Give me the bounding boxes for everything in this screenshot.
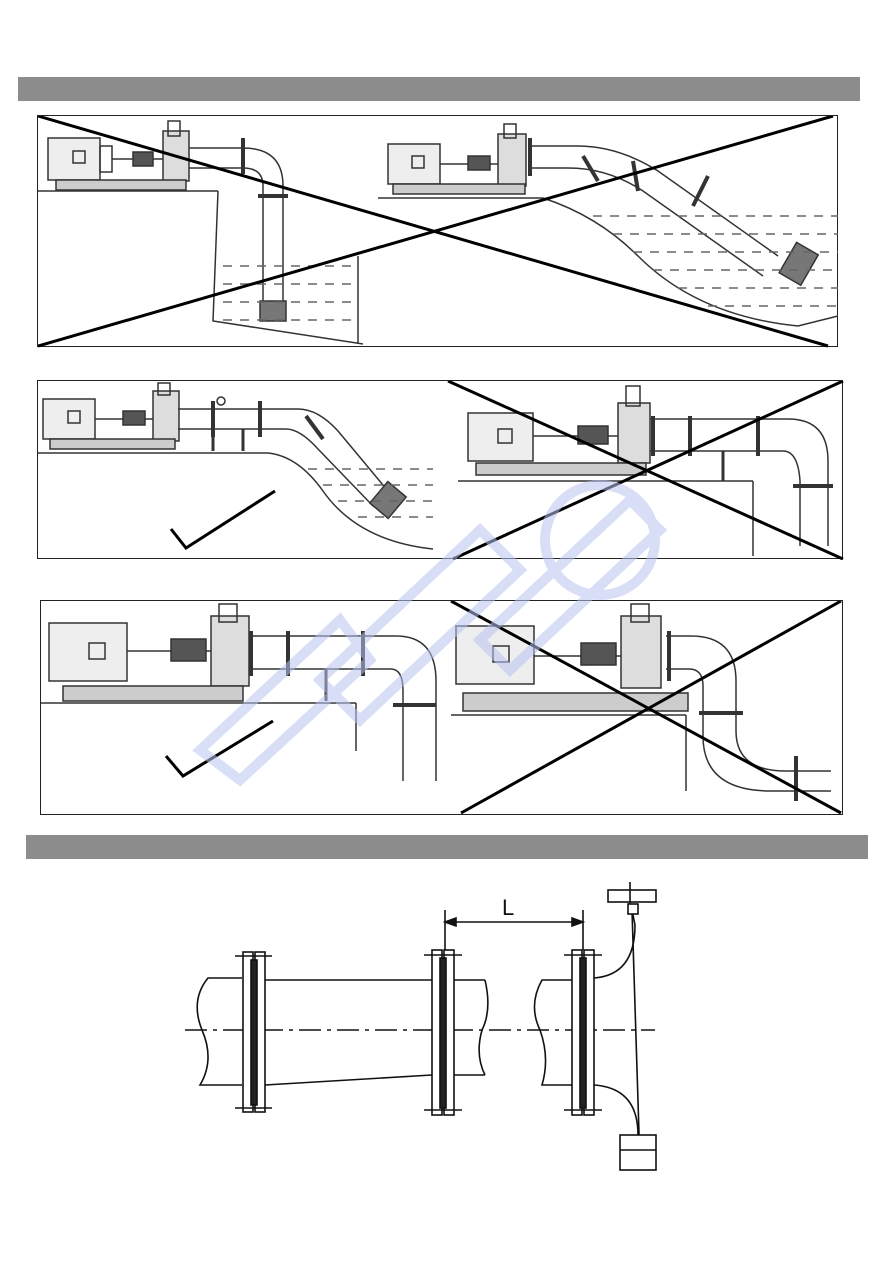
pump-set-correct-left-icon bbox=[41, 604, 436, 781]
pipe-flange-drawing bbox=[180, 880, 660, 1180]
pump-set-correct-left-icon bbox=[38, 383, 433, 549]
section-header-bar-2 bbox=[26, 835, 868, 859]
pump-set-left-icon bbox=[38, 121, 363, 344]
check-mark-icon bbox=[166, 721, 273, 776]
section-header-bar-1 bbox=[18, 77, 860, 101]
installation-panel-row-2 bbox=[37, 380, 843, 559]
pipe-flange-spacing-diagram: L bbox=[180, 880, 660, 1180]
dimension-label-l: L bbox=[502, 895, 514, 921]
installation-drawing-row-3 bbox=[41, 601, 844, 816]
installation-panel-row-3 bbox=[40, 600, 843, 815]
pump-set-right-icon bbox=[378, 124, 838, 326]
installation-panel-row-1 bbox=[37, 115, 838, 347]
installation-drawing-row-1 bbox=[38, 116, 839, 348]
installation-drawing-row-2 bbox=[38, 381, 844, 560]
check-mark-icon bbox=[171, 491, 275, 548]
